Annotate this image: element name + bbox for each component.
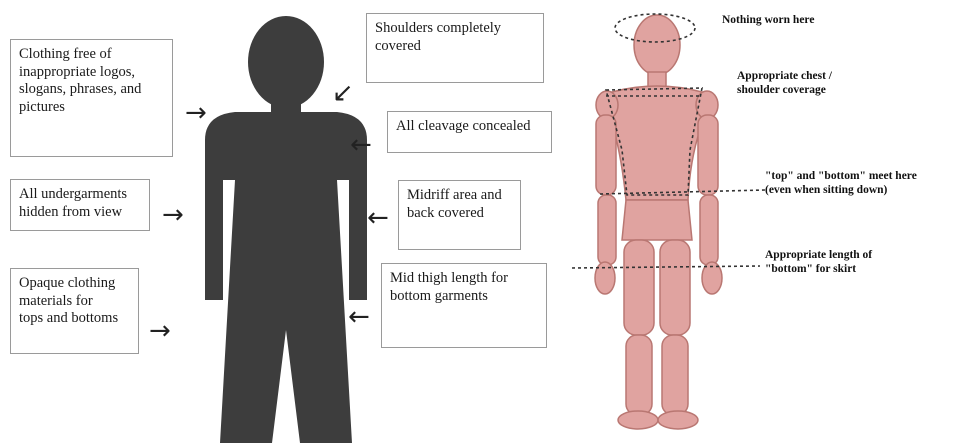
arrow-left-icon: ← xyxy=(348,304,370,330)
mannequin-figure xyxy=(595,15,722,429)
label-logos-text: Clothing free of inappropriate logos, sl… xyxy=(19,46,164,117)
label-midriff-text: Midriff area and back covered xyxy=(407,187,512,222)
arrow-diagonal-icon: ↙ xyxy=(332,80,354,106)
label-opaque-text: Opaque clothing materials for tops and b… xyxy=(19,275,130,328)
arrow-right-icon: → xyxy=(185,100,207,126)
label-undergarments-text: All undergarments hidden from view xyxy=(19,186,141,221)
label-box-thigh: Mid thigh length for bottom garments xyxy=(381,263,547,348)
arrow-right-icon: → xyxy=(149,318,171,344)
label-thigh-text: Mid thigh length for bottom garments xyxy=(390,270,538,305)
note-chest-shoulder: Appropriate chest / shoulder coverage xyxy=(737,70,832,98)
label-shoulders-text: Shoulders completely covered xyxy=(375,20,535,55)
label-box-shoulders: Shoulders completely covered xyxy=(366,13,544,83)
note-top-bottom-meet: "top" and "bottom" meet here (even when … xyxy=(765,170,917,198)
arrow-left-icon: ← xyxy=(367,205,389,231)
label-box-midriff: Midriff area and back covered xyxy=(398,180,521,250)
label-box-opaque: Opaque clothing materials for tops and b… xyxy=(10,268,139,354)
note-skirt-length: Appropriate length of "bottom" for skirt xyxy=(765,249,872,277)
label-box-undergarments: All undergarments hidden from view xyxy=(10,179,150,231)
arrow-left-icon: ← xyxy=(350,132,372,158)
arrow-right-icon: → xyxy=(162,202,184,228)
label-box-cleavage: All cleavage concealed xyxy=(387,111,552,153)
label-cleavage-text: All cleavage concealed xyxy=(396,118,543,136)
label-box-logos: Clothing free of inappropriate logos, sl… xyxy=(10,39,173,157)
note-nothing-worn: Nothing worn here xyxy=(722,14,814,28)
